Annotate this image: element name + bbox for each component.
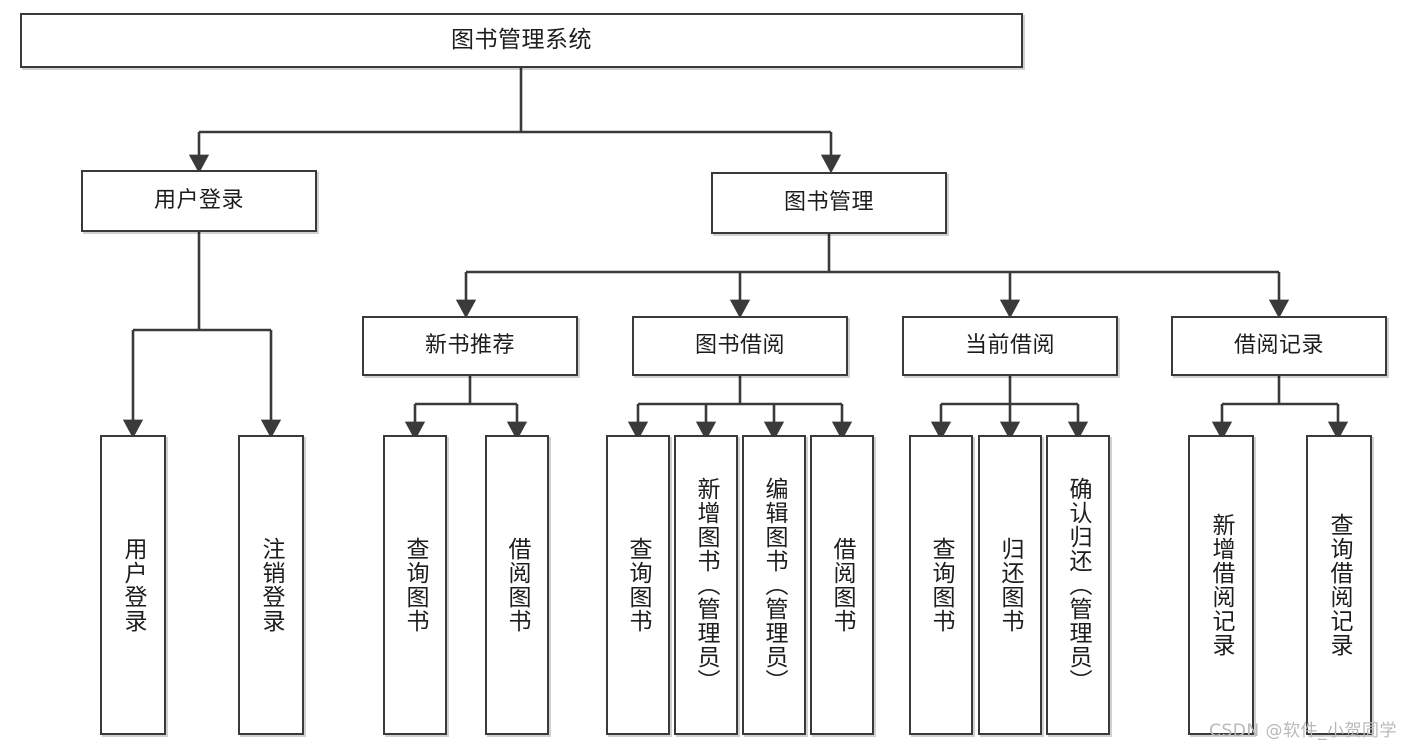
node-current-borrow[interactable]: 当前借阅 [902, 316, 1118, 376]
node-new-book-recommend-label: 新书推荐 [424, 332, 515, 358]
leaf-return-book[interactable]: 归还图书 [978, 435, 1042, 735]
leaf-confirm-return[interactable]: 确认归还（管理员） [1046, 435, 1110, 735]
node-book-borrow[interactable]: 图书借阅 [632, 316, 848, 376]
node-user-login[interactable]: 用户登录 [81, 170, 317, 232]
leaf-user-login[interactable]: 用户登录 [100, 435, 166, 735]
leaf-return-book-label: 归还图书 [997, 537, 1024, 633]
leaf-confirm-return-label: 确认归还（管理员） [1065, 477, 1092, 693]
node-book-borrow-label: 图书借阅 [694, 332, 785, 358]
leaf-user-login-label: 用户登录 [120, 537, 147, 633]
leaf-query-book-2-label: 查询图书 [625, 537, 652, 633]
leaf-add-record[interactable]: 新增借阅记录 [1188, 435, 1254, 735]
leaf-borrow-book-2[interactable]: 借阅图书 [810, 435, 874, 735]
leaf-borrow-book-1-label: 借阅图书 [504, 537, 531, 633]
leaf-borrow-book-2-label: 借阅图书 [829, 537, 856, 633]
watermark: CSDN @软件_小贺同学 [1209, 721, 1397, 741]
leaf-query-book-3[interactable]: 查询图书 [909, 435, 973, 735]
leaf-logout-login-label: 注销登录 [258, 537, 285, 633]
node-book-manage[interactable]: 图书管理 [711, 172, 947, 234]
leaf-query-book-1[interactable]: 查询图书 [383, 435, 447, 735]
node-user-login-label: 用户登录 [153, 187, 244, 213]
node-root[interactable]: 图书管理系统 [20, 13, 1023, 68]
leaf-add-record-label: 新增借阅记录 [1208, 513, 1235, 657]
leaf-query-book-2[interactable]: 查询图书 [606, 435, 670, 735]
node-borrow-record-label: 借阅记录 [1233, 332, 1324, 358]
leaf-logout-login[interactable]: 注销登录 [238, 435, 304, 735]
leaf-add-book[interactable]: 新增图书（管理员） [674, 435, 738, 735]
leaf-add-book-label: 新增图书（管理员） [693, 477, 720, 693]
node-new-book-recommend[interactable]: 新书推荐 [362, 316, 578, 376]
node-root-label: 图书管理系统 [451, 26, 592, 53]
leaf-query-book-3-label: 查询图书 [928, 537, 955, 633]
node-borrow-record[interactable]: 借阅记录 [1171, 316, 1387, 376]
node-book-manage-label: 图书管理 [783, 189, 874, 215]
node-current-borrow-label: 当前借阅 [964, 332, 1055, 358]
leaf-edit-book[interactable]: 编辑图书（管理员） [742, 435, 806, 735]
leaf-query-record-label: 查询借阅记录 [1326, 513, 1353, 657]
leaf-query-book-1-label: 查询图书 [402, 537, 429, 633]
leaf-edit-book-label: 编辑图书（管理员） [761, 477, 788, 693]
leaf-query-record[interactable]: 查询借阅记录 [1306, 435, 1372, 735]
leaf-borrow-book-1[interactable]: 借阅图书 [485, 435, 549, 735]
